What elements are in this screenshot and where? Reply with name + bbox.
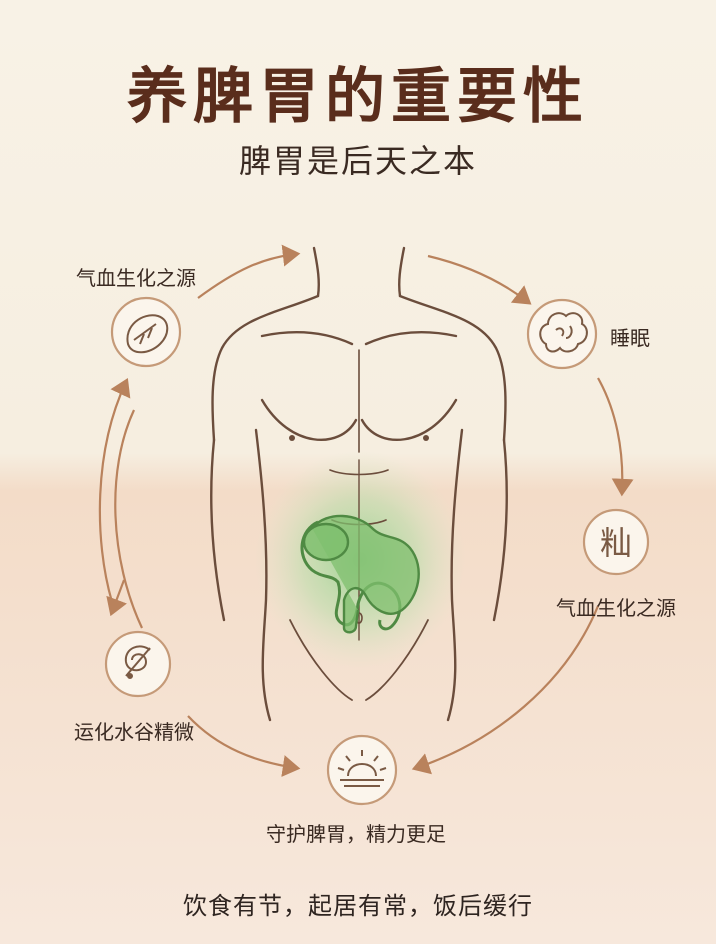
node-label-qixue-right: 气血生化之源: [556, 596, 676, 620]
node-label-sleep: 睡眠: [610, 326, 650, 350]
torso-outline: [210, 246, 508, 722]
footer-advice: 饮食有节，起居有常，饭后缓行: [183, 892, 533, 920]
right-nipple: [423, 435, 429, 441]
digestion-swirl-icon: [124, 645, 151, 679]
left-nipple: [289, 435, 295, 441]
rising-sun-icon: [337, 750, 387, 787]
page-title: 养脾胃的重要性: [127, 62, 589, 132]
brain-cloud-icon: [539, 312, 588, 353]
stomach-icon: [300, 514, 420, 634]
node-label-protect: 守护脾胃，精力更足: [266, 822, 446, 846]
page-subtitle: 脾胃是后天之本: [238, 142, 477, 180]
cycle-arrows: [98, 244, 634, 777]
node-label-digest: 运化水谷精微: [74, 720, 194, 744]
node-label-qixue-top: 气血生化之源: [76, 266, 196, 290]
rice-character-icon: 籼: [600, 524, 632, 562]
arrow-down-left: [106, 579, 127, 617]
sweet-potato-icon: [126, 314, 169, 354]
